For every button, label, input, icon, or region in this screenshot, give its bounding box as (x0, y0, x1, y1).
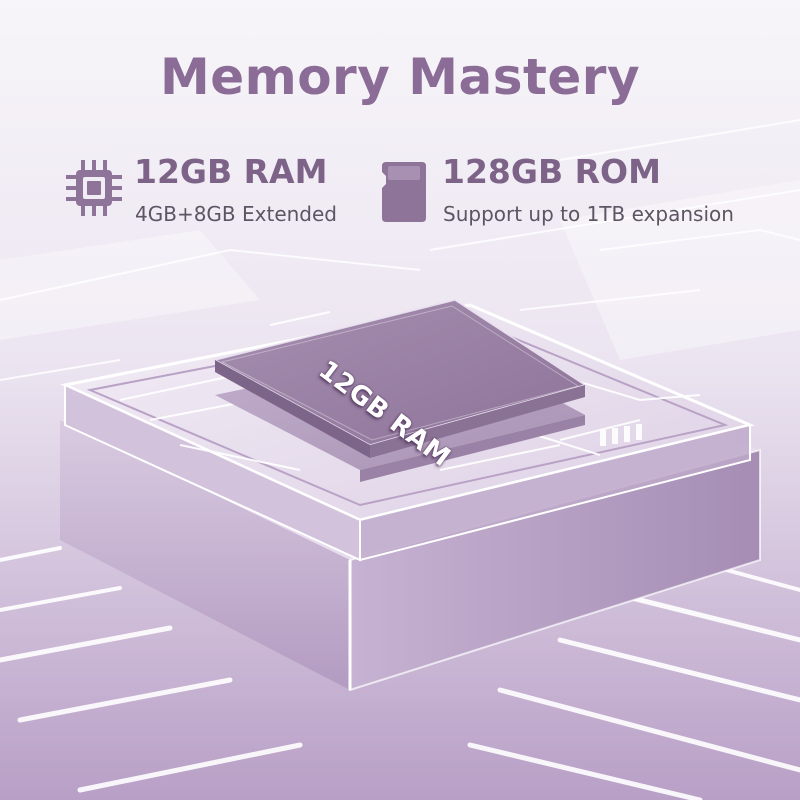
sd-card-icon (382, 162, 426, 222)
ram-subtitle: 4GB+8GB Extended (135, 202, 337, 226)
rom-title: 128GB ROM (442, 152, 661, 191)
chip-icon (66, 160, 122, 216)
headline: Memory Mastery (159, 48, 641, 106)
rom-subtitle: Support up to 1TB expansion (443, 202, 734, 226)
spec-rom: 128GB ROM Support up to 1TB expansion (380, 152, 780, 232)
spec-ram: 12GB RAM 4GB+8GB Extended (62, 152, 362, 232)
ram-title: 12GB RAM (134, 152, 328, 191)
